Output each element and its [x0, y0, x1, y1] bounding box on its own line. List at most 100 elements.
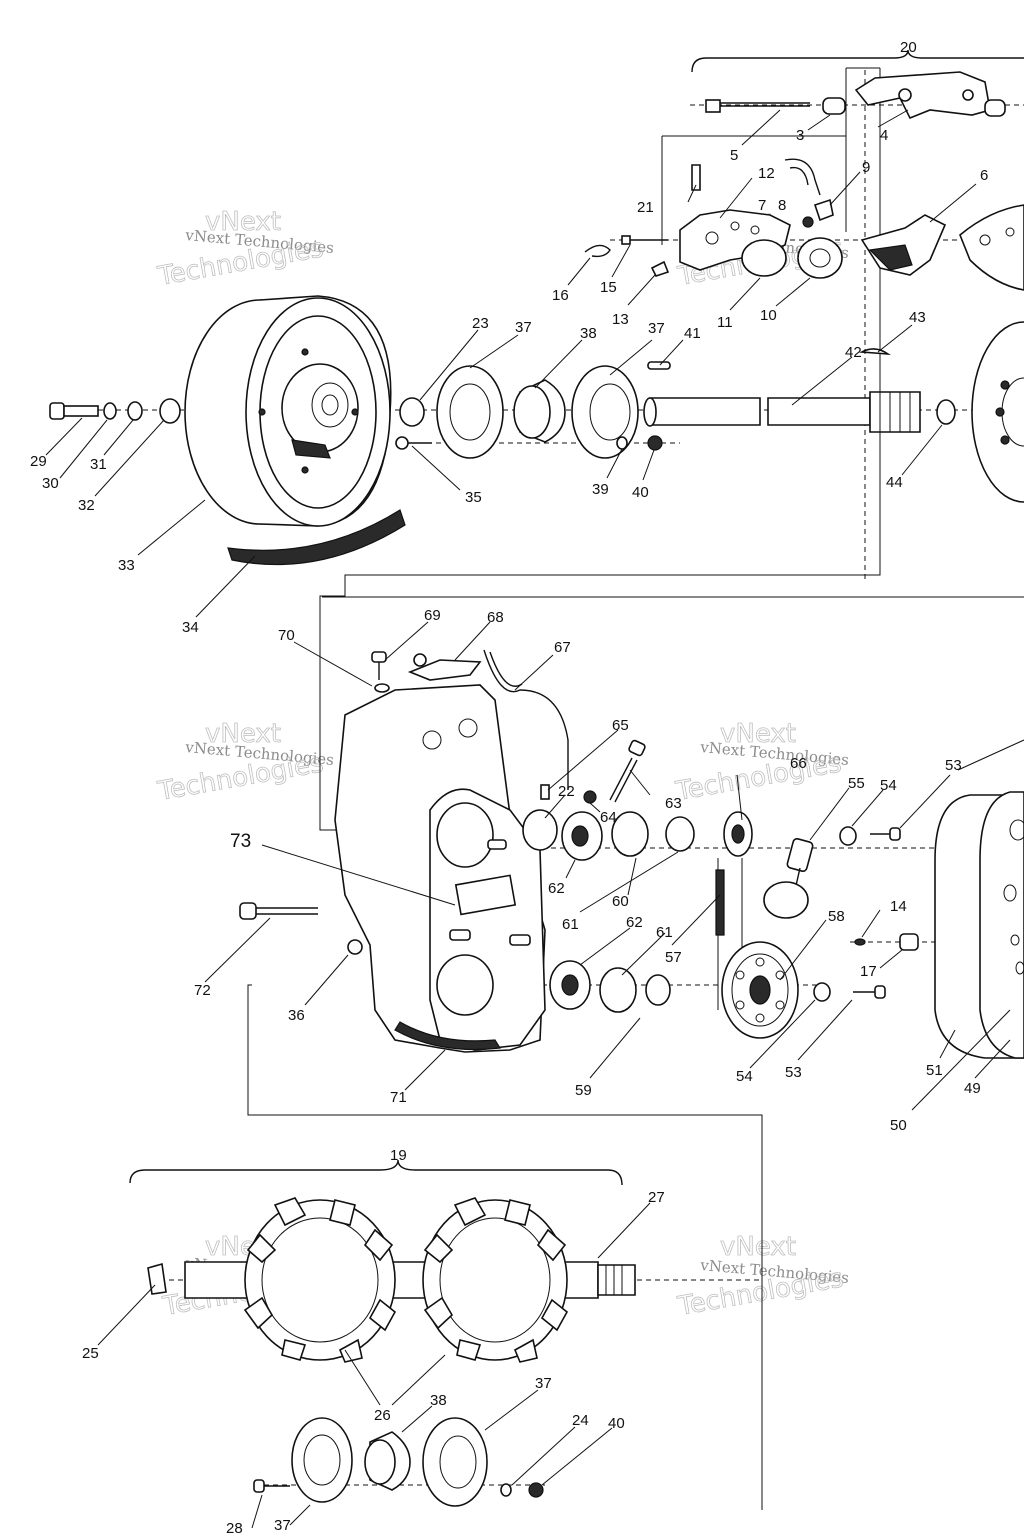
bracket-19 [129, 1159, 623, 1186]
nut-64 [583, 790, 597, 804]
bolt-53 [870, 827, 901, 841]
label-25: 25 [82, 1345, 99, 1362]
label-59: 59 [575, 1082, 592, 1099]
fitting-9 [813, 198, 834, 222]
label-24: 24 [572, 1412, 589, 1429]
oil-tube-7 [784, 158, 821, 196]
label-68: 68 [487, 609, 504, 626]
spacer-59 [645, 974, 671, 1006]
label-66: 66 [790, 755, 807, 772]
cover-plate-68 [407, 659, 482, 681]
label-61a: 61 [562, 916, 579, 933]
o-ring-22 [522, 809, 558, 851]
label-34: 34 [182, 619, 199, 636]
key-41 [647, 361, 671, 370]
washer-44 [936, 399, 956, 425]
label-16: 16 [552, 287, 569, 304]
jackshaft-42 [643, 391, 921, 433]
drive-sprocket-26a [243, 1197, 397, 1363]
label-62b: 62 [626, 914, 643, 931]
label-72: 72 [194, 982, 211, 999]
label-63: 63 [665, 795, 682, 812]
belt-34 [227, 509, 406, 566]
label-19: 19 [390, 1147, 407, 1164]
label-23: 23 [472, 315, 489, 332]
label-39: 39 [592, 481, 609, 498]
bracket-plate-right [959, 204, 1024, 291]
label-13: 13 [612, 311, 629, 328]
nut-8 [802, 216, 814, 228]
nut-36 [347, 939, 363, 955]
washer-39 [616, 436, 628, 450]
watermark-text: vNext [205, 207, 281, 237]
label-32: 32 [78, 497, 95, 514]
idler-wheel-10 [797, 237, 843, 279]
clip-16 [584, 244, 611, 258]
label-29: 29 [30, 453, 47, 470]
label-17: 17 [860, 963, 877, 980]
label-50: 50 [890, 1117, 907, 1134]
label-8: 8 [778, 197, 786, 214]
label-30: 30 [42, 475, 59, 492]
label-70: 70 [278, 627, 295, 644]
bolt-53b [853, 985, 886, 999]
label-37d: 37 [274, 1517, 291, 1534]
chaincase-assembly [239, 649, 1024, 1059]
flange-37 [436, 365, 504, 459]
label-37a: 37 [515, 319, 532, 336]
drive-sprocket-26b [422, 1197, 569, 1363]
label-33: 33 [118, 557, 135, 574]
label-4: 4 [880, 127, 888, 144]
spacer-17 [899, 933, 919, 951]
sprocket-66 [723, 811, 753, 857]
fitting-65 [540, 784, 550, 800]
label-27: 27 [648, 1189, 665, 1206]
label-11: 11 [717, 314, 733, 331]
label-31: 31 [90, 456, 107, 473]
oil-tube-7b [789, 166, 809, 186]
label-37b: 37 [648, 320, 665, 337]
label-62a: 62 [548, 880, 565, 897]
label-38b: 38 [430, 1392, 447, 1409]
label-22: 22 [558, 783, 575, 800]
spacer-61 [665, 816, 695, 852]
label-57: 57 [665, 949, 682, 966]
label-51: 51 [926, 1062, 943, 1079]
label-40a: 40 [632, 484, 649, 501]
label-35: 35 [465, 489, 482, 506]
tensioner-55 [763, 838, 814, 919]
zerk-13 [650, 260, 670, 277]
label-54a: 54 [880, 777, 897, 794]
label-49: 49 [964, 1080, 981, 1097]
label-53b: 53 [785, 1064, 802, 1081]
label-7: 7 [758, 197, 766, 214]
part-number-labels: 20 3 4 5 21 12 9 6 7 8 16 15 13 11 10 23… [30, 39, 988, 1536]
label-10: 10 [760, 307, 777, 324]
label-38a: 38 [580, 325, 597, 342]
label-6: 6 [980, 167, 988, 184]
nut-54b [813, 982, 831, 1002]
label-40b: 40 [608, 1415, 625, 1432]
flange-37b [571, 365, 639, 459]
chaincase-label [454, 874, 517, 916]
bracket-20 [691, 49, 1024, 73]
label-28: 28 [226, 1520, 243, 1536]
nut-54 [839, 826, 857, 846]
upper-assembly [49, 71, 1024, 566]
idler-bracket-12 [679, 209, 791, 271]
label-12: 12 [758, 165, 775, 182]
guide-box-lower [247, 984, 763, 1510]
nut-40 [647, 435, 663, 451]
label-61b: 61 [656, 924, 673, 941]
label-65: 65 [612, 717, 629, 734]
seal-61b [599, 967, 637, 1013]
label-36: 36 [288, 1007, 305, 1024]
driven-clutch-33 [184, 295, 392, 527]
driveshaft-assembly-19 [147, 1197, 636, 1507]
bolt-29 [49, 402, 99, 420]
label-54b: 54 [736, 1068, 753, 1085]
bolt-28 [253, 1479, 290, 1493]
washer-14 [854, 938, 866, 946]
bolt-5 [705, 99, 810, 113]
washer-31 [127, 401, 143, 421]
